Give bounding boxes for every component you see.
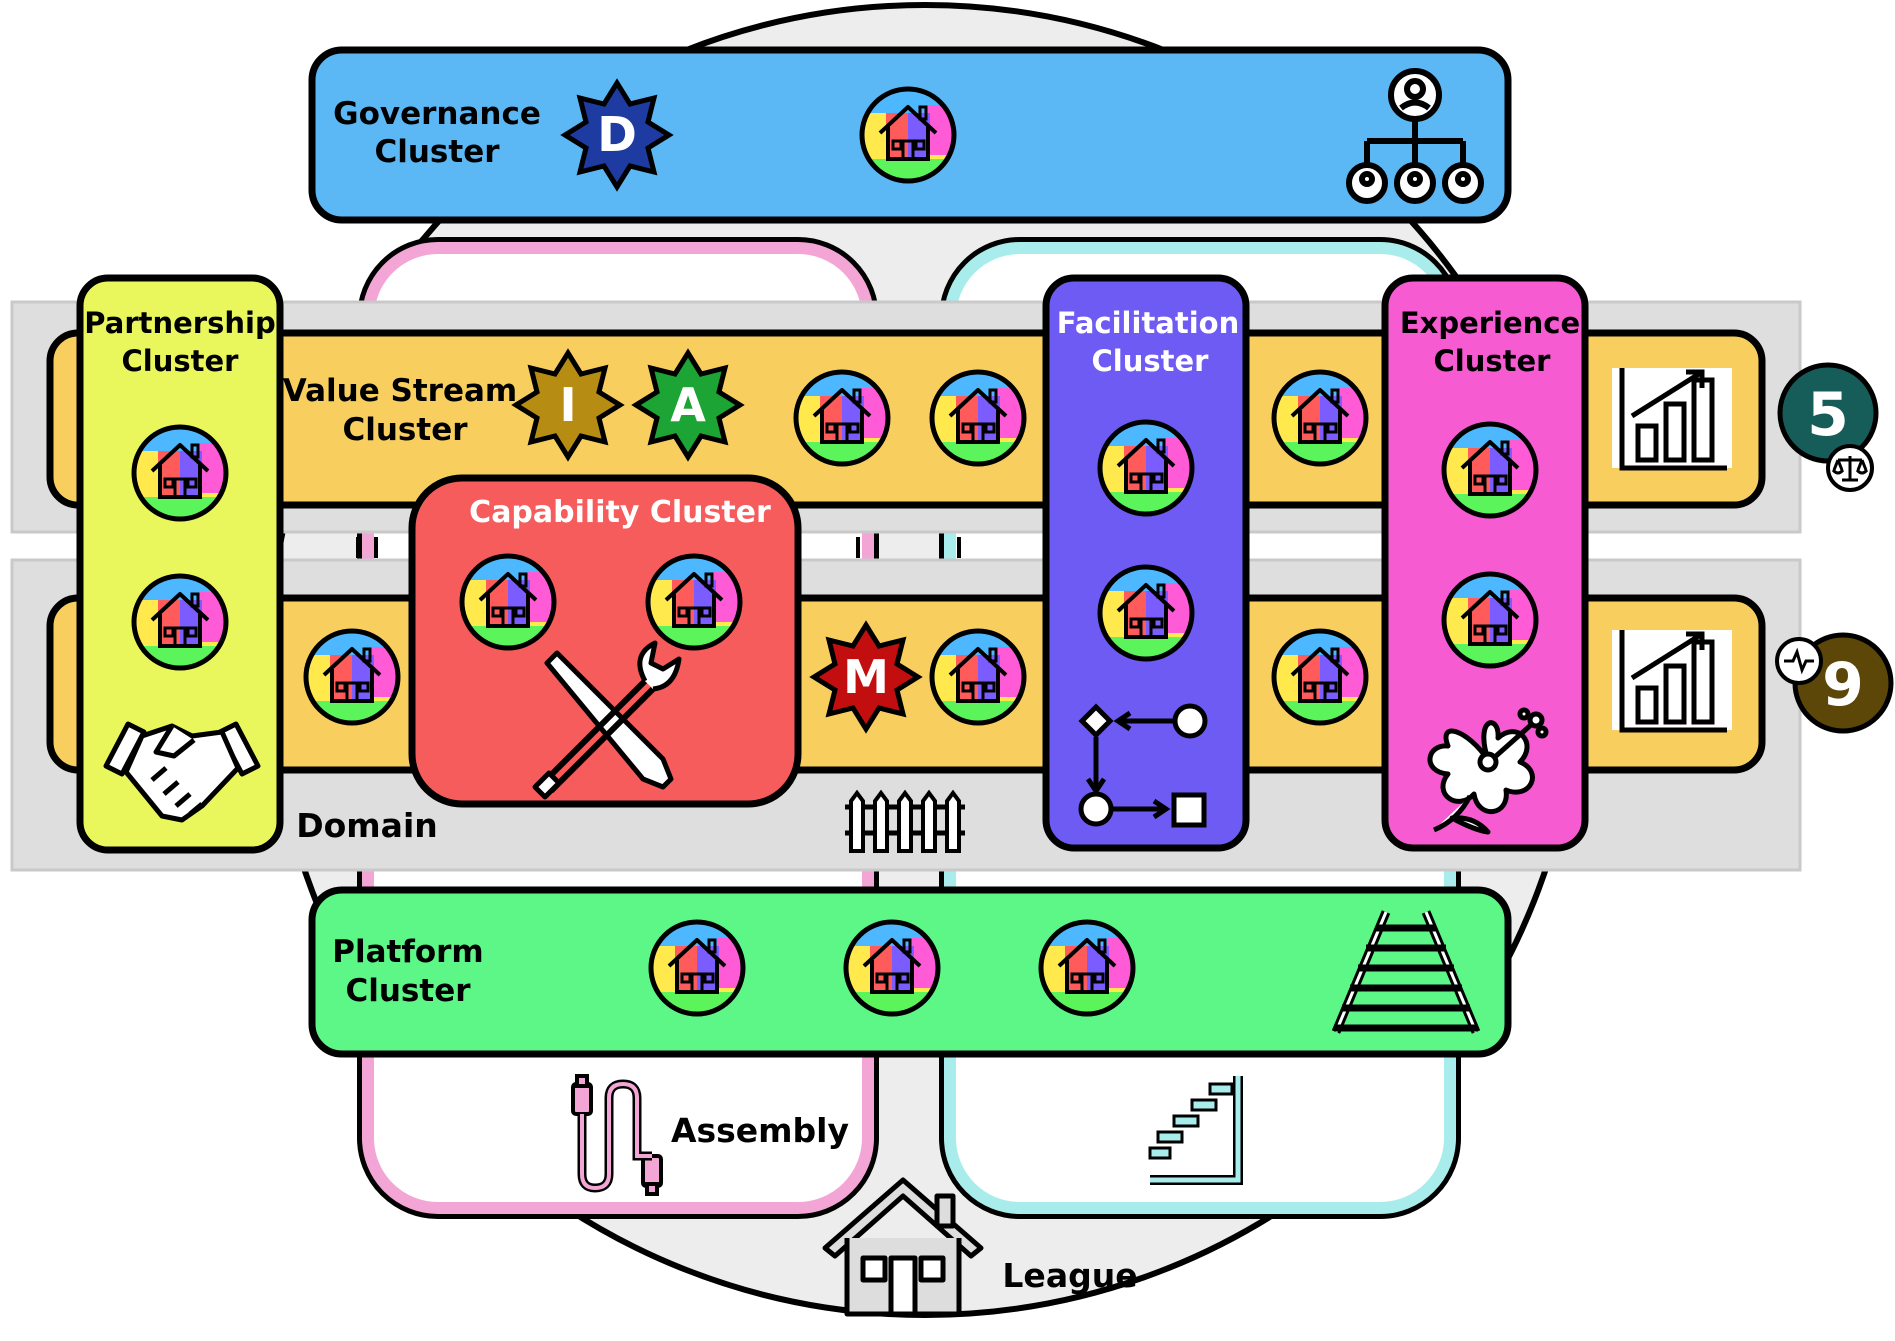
badge-m-letter: M (843, 650, 889, 704)
badge-i-letter: I (559, 378, 576, 432)
fence-icon (845, 789, 965, 853)
governance-label-1: Governance (333, 96, 541, 132)
tools-icon (532, 640, 682, 800)
number-badge-9: 9 (1775, 632, 1894, 734)
partnership-label-1: Partnership (84, 306, 275, 340)
domain-badge-m: M (814, 625, 918, 729)
cable-icon (571, 1074, 663, 1196)
value-stream-label-1: Value Stream (283, 373, 517, 409)
value-stream-badge-i: I (516, 353, 620, 457)
platform-label-2: Cluster (345, 973, 471, 1009)
handshake-icon (103, 721, 261, 823)
number-5-text: 5 (1807, 380, 1849, 450)
number-9-text: 9 (1822, 650, 1864, 720)
flow-diagram-icon (1078, 703, 1208, 828)
league-label: League (1002, 1256, 1137, 1295)
facilitation-label-1: Facilitation (1057, 306, 1240, 340)
lane-tick-marks (356, 537, 961, 558)
number-badge-5: 5 (1777, 362, 1879, 492)
pulse-icon (1775, 637, 1823, 685)
platform-label-1: Platform (332, 934, 483, 970)
value-stream-badge-a: A (636, 353, 740, 457)
org-chart-icon (1346, 68, 1484, 204)
partnership-label-2: Cluster (122, 344, 240, 378)
experience-cluster (1381, 274, 1589, 852)
capability-label: Capability Cluster (469, 495, 771, 530)
partnership-cluster (76, 274, 284, 854)
experience-label-2: Cluster (1434, 344, 1552, 378)
stairs-chart-icon (1148, 1076, 1243, 1185)
governance-badge-letter: D (597, 107, 637, 163)
badge-a-letter: A (670, 378, 706, 432)
railway-icon (1331, 910, 1481, 1034)
hibiscus-icon (1427, 707, 1549, 835)
scales-icon (1826, 444, 1874, 492)
value-stream-label-2: Cluster (342, 412, 468, 448)
bar-chart-icon-bottom (1612, 630, 1732, 730)
domain-label: Domain (296, 806, 438, 845)
league-house-icon (822, 1177, 984, 1317)
governance-label-2: Cluster (374, 134, 500, 170)
assembly-label: Assembly (671, 1111, 849, 1150)
governance-badge: D (565, 83, 669, 187)
bar-chart-icon-top (1612, 368, 1732, 468)
experience-label-1: Experience (1400, 306, 1580, 340)
facilitation-label-2: Cluster (1092, 344, 1210, 378)
